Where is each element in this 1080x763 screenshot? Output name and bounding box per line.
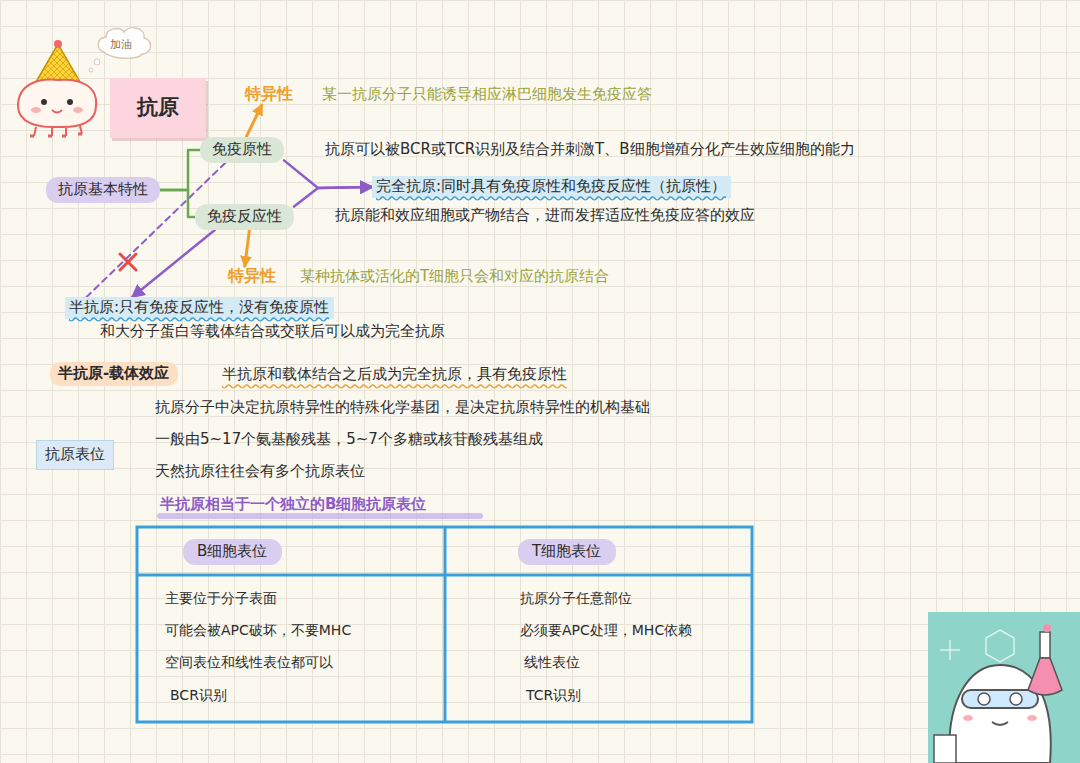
label-holder: 加油 bbox=[110, 38, 132, 52]
definition-text: 某种抗体或活化的T细胞只会和对应的抗原结合 bbox=[300, 267, 609, 285]
property-pill: 免疫反应性 bbox=[195, 204, 294, 230]
comparison-table bbox=[137, 527, 752, 722]
concept-box: 半抗原:只有免疫反应性，没有免疫原性 bbox=[65, 297, 334, 319]
label-holder: 半抗原和载体结合之后成为完全抗原，具有免疫原性 bbox=[222, 365, 567, 385]
label-holder: 天然抗原往往会有多个抗原表位 bbox=[155, 462, 365, 482]
wavy-rule bbox=[160, 516, 480, 517]
property-tag: 特异性 bbox=[245, 84, 293, 105]
definition-text: 抗原能和效应细胞或产物结合，进而发挥适应性免疫应答的效应 bbox=[335, 206, 755, 224]
note-text: 和大分子蛋白等载体结合或交联后可以成为完全抗原 bbox=[100, 322, 445, 340]
label-holder: 线性表位 bbox=[524, 653, 580, 671]
lab-illustration bbox=[928, 612, 1080, 763]
label-holder: 一般由5~17个氨基酸残基，5~7个多糖或核苷酸残基组成 bbox=[155, 430, 543, 450]
title-box: 抗原 bbox=[110, 78, 206, 138]
thought-cloud bbox=[89, 28, 151, 72]
table-cell: TCR识别 bbox=[526, 687, 581, 703]
table-cell: 线性表位 bbox=[524, 654, 580, 670]
definition-text: 半抗原和载体结合之后成为完全抗原，具有免疫原性 bbox=[222, 365, 567, 383]
label-holder: TCR识别 bbox=[526, 686, 581, 704]
note-text: 抗原分子中决定抗原特异性的特殊化学基团，是决定抗原特异性的机构基础 bbox=[155, 398, 650, 416]
merge-arrow bbox=[294, 187, 372, 207]
table-cell: 抗原分子任意部位 bbox=[520, 590, 632, 606]
concept-box: 完全抗原:同时具有免疫原性和免疫反应性（抗原性） bbox=[372, 176, 731, 198]
label-holder: 某一抗原分子只能诱导相应淋巴细胞发生免疫应答 bbox=[322, 85, 652, 105]
merge-arrow bbox=[284, 160, 372, 188]
node-text: 抗原 bbox=[137, 94, 179, 121]
table-cell: 可能会被APC破坏，不要MHC bbox=[165, 622, 351, 638]
table-cell: 主要位于分子表面 bbox=[165, 590, 277, 606]
node-text: 特异性 bbox=[245, 84, 293, 103]
property-tag: 特异性 bbox=[228, 266, 276, 287]
label-holder: 空间表位和线性表位都可以 bbox=[165, 653, 333, 671]
note-text: 一般由5~17个氨基酸残基，5~7个多糖或核苷酸残基组成 bbox=[155, 430, 543, 448]
arrow-connector bbox=[245, 230, 250, 266]
mascot bbox=[18, 40, 96, 136]
label-holder: 抗原分子中决定抗原特异性的特殊化学基团，是决定抗原特异性的机构基础 bbox=[155, 398, 650, 418]
table-header: B细胞表位 bbox=[183, 539, 282, 565]
table-cell: 空间表位和线性表位都可以 bbox=[165, 654, 333, 670]
node-text: 免疫原性 bbox=[212, 140, 272, 158]
node-text: 抗原表位 bbox=[45, 445, 105, 463]
note-text: 天然抗原往往会有多个抗原表位 bbox=[155, 462, 365, 480]
root-pill: 抗原基本特性 bbox=[46, 177, 160, 203]
label-holder: 主要位于分子表面 bbox=[165, 589, 277, 607]
node-text: B细胞表位 bbox=[197, 542, 267, 560]
table-cell: BCR识别 bbox=[170, 687, 227, 703]
concept-box: 抗原表位 bbox=[36, 440, 114, 470]
label-holder: 可能会被APC破坏，不要MHC bbox=[165, 621, 351, 639]
definition-text: 抗原可以被BCR或TCR识别及结合并刺激T、B细胞增殖分化产生效应细胞的能力 bbox=[325, 140, 855, 158]
arrow-connector bbox=[246, 105, 262, 137]
definition-text: 某一抗原分子只能诱导相应淋巴细胞发生免疫应答 bbox=[322, 85, 652, 103]
table-header: T细胞表位 bbox=[518, 539, 616, 565]
property-pill: 免疫原性 bbox=[200, 137, 284, 163]
bracket-line bbox=[160, 150, 200, 190]
label-holder: 抗原可以被BCR或TCR识别及结合并刺激T、B细胞增殖分化产生效应细胞的能力 bbox=[325, 140, 855, 160]
concept-box: 半抗原-载体效应 bbox=[50, 362, 178, 386]
label-holder: BCR识别 bbox=[170, 686, 227, 704]
bracket-line bbox=[160, 190, 195, 217]
node-text: T细胞表位 bbox=[532, 542, 601, 560]
node-text: 半抗原-载体效应 bbox=[58, 364, 169, 382]
node-text: 半抗原:只有免疫反应性，没有免疫原性 bbox=[69, 298, 329, 316]
label-holder: 必须要APC处理，MHC依赖 bbox=[520, 621, 692, 639]
label-holder: 和大分子蛋白等载体结合或交联后可以成为完全抗原 bbox=[100, 322, 445, 342]
label-holder: 某种抗体或活化的T细胞只会和对应的抗原结合 bbox=[300, 267, 609, 287]
table-cell: 必须要APC处理，MHC依赖 bbox=[520, 622, 692, 638]
cloud-text: 加油 bbox=[110, 38, 132, 51]
node-text: 免疫反应性 bbox=[207, 207, 282, 225]
label-holder: 半抗原相当于一个独立的B细胞抗原表位 bbox=[160, 495, 426, 515]
label-holder: 抗原分子任意部位 bbox=[520, 589, 632, 607]
node-text: 完全抗原:同时具有免疫原性和免疫反应性（抗原性） bbox=[376, 177, 726, 195]
label-holder: 抗原能和效应细胞或产物结合，进而发挥适应性免疫应答的效应 bbox=[335, 206, 755, 226]
highlight-note: 半抗原相当于一个独立的B细胞抗原表位 bbox=[160, 495, 426, 513]
node-text: 抗原基本特性 bbox=[58, 180, 148, 198]
node-text: 特异性 bbox=[228, 266, 276, 285]
